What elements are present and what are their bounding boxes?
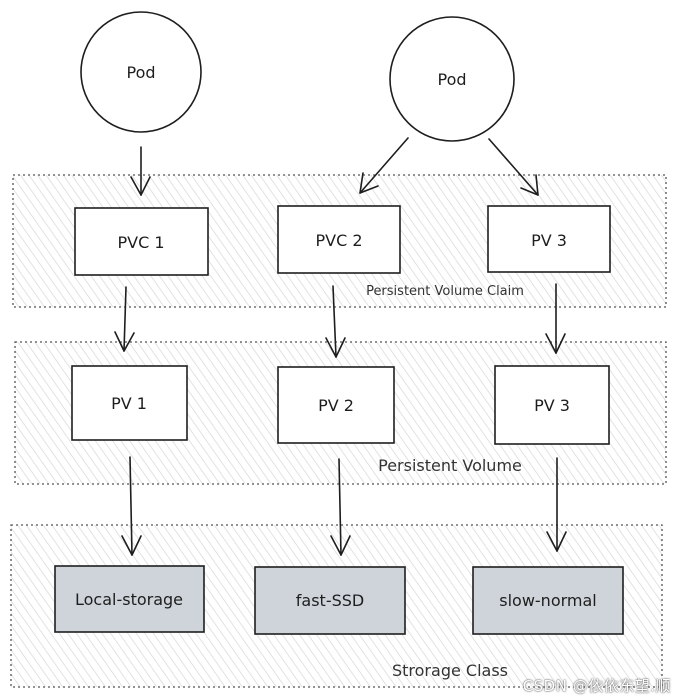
- arrow-pv2-to-fast-ssd: [330, 458, 351, 556]
- storage-class-label: fast-SSD: [296, 591, 364, 610]
- pv-box-2: PV 2: [277, 366, 395, 444]
- pvc-box-1: PVC 1: [74, 207, 209, 276]
- pvc-label: PVC 1: [117, 233, 164, 252]
- arrow-pvc2-to-pv2: [325, 285, 346, 358]
- group-label-pv: Persistent Volume: [378, 456, 522, 475]
- arrow-pvc1-to-pv1: [114, 286, 135, 352]
- storage-class-label: slow-normal: [499, 591, 597, 610]
- pv-label: PV 2: [318, 396, 354, 415]
- pvc-label: PVC 2: [315, 231, 362, 250]
- arrow-pod2-to-pvc2: [359, 137, 409, 194]
- arrow-pvc3-to-pv3: [545, 283, 566, 354]
- pv-box-1: PV 1: [71, 365, 188, 441]
- pod-node-2: Pod: [389, 16, 515, 142]
- group-label-pvc: Persistent Volume Claim: [366, 284, 524, 299]
- watermark: CSDN @依依东望.顺: [522, 677, 671, 695]
- pv-label: PV 3: [534, 396, 570, 415]
- arrow-pod1-to-pvc1: [130, 146, 151, 196]
- arrow-pv1-to-local-storage: [121, 456, 142, 556]
- pod-label: Pod: [126, 63, 155, 82]
- storage-class-label: Local-storage: [75, 590, 183, 609]
- arrow-pod2-to-pv3: [488, 138, 539, 196]
- pv-label: PV 1: [111, 394, 147, 413]
- pv-box-3: PV 3: [494, 365, 610, 445]
- storage-class-box-3: slow-normal: [472, 566, 624, 635]
- pvc-label: PV 3: [531, 231, 567, 250]
- storage-class-box-2: fast-SSD: [254, 566, 406, 635]
- pvc-box-3: PV 3: [487, 205, 611, 273]
- pod-label: Pod: [437, 70, 466, 89]
- pod-node-1: Pod: [80, 11, 202, 133]
- pvc-box-2: PVC 2: [277, 205, 401, 274]
- group-label-sc: Strorage Class: [392, 661, 508, 680]
- arrow-pv3-to-slow-normal: [546, 457, 567, 552]
- storage-class-box-1: Local-storage: [54, 565, 205, 633]
